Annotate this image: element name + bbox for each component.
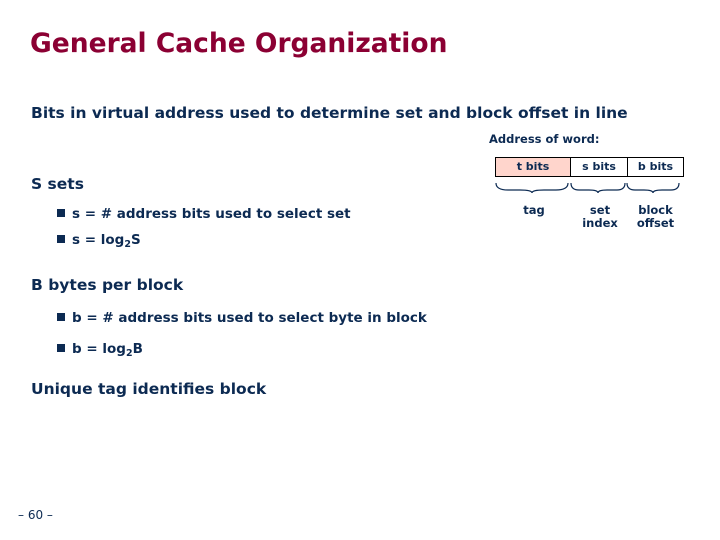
- bullet-text-4-sub: 2: [124, 239, 131, 250]
- bullet-item-4: s = log2S: [57, 232, 141, 250]
- annotation-block-offset: block offset: [625, 203, 686, 231]
- bullet-item-2: S sets: [31, 174, 691, 195]
- bullet-item-8: Unique tag identifies block: [31, 379, 691, 400]
- bullet-item-1: Bits in virtual address used to determin…: [31, 103, 671, 124]
- bullet-item-6: b = # address bits used to select byte i…: [57, 310, 427, 326]
- annotation-tag-line1: tag: [523, 203, 545, 217]
- bullet-text-6: b = # address bits used to select byte i…: [72, 310, 427, 326]
- square-bullet-icon: [57, 313, 65, 321]
- bullet-text-2: S sets: [31, 175, 84, 193]
- slide-footer: – 60 –: [18, 508, 53, 522]
- bullet-text-1: Bits in virtual address used to determin…: [31, 104, 628, 122]
- brace-tag-icon: [495, 182, 569, 194]
- bullet-text-3: s = # address bits used to select set: [72, 206, 351, 222]
- annotation-tag: tag: [494, 203, 574, 217]
- cell-s-bits: s bits: [570, 157, 628, 177]
- bullet-item-3: s = # address bits used to select set: [57, 206, 351, 222]
- bullet-text-7-pre: b = log: [72, 341, 126, 357]
- address-caption: Address of word:: [489, 132, 600, 146]
- square-bullet-icon: [57, 344, 65, 352]
- bullet-text-4-post: S: [130, 232, 141, 248]
- bullet-text-5: B bytes per block: [31, 276, 184, 294]
- cell-b-bits: b bits: [627, 157, 684, 177]
- square-bullet-icon: [57, 235, 65, 243]
- page-title: General Cache Organization: [30, 28, 448, 59]
- bullet-item-7: b = log2B: [57, 341, 143, 359]
- bullet-text-4-pre: s = log: [72, 232, 125, 248]
- brace-block-offset-icon: [626, 182, 680, 194]
- bullet-item-5: B bytes per block: [31, 275, 691, 296]
- annotation-set-index: set index: [569, 203, 631, 231]
- brace-set-index-icon: [570, 182, 626, 194]
- address-bit-table: t bits s bits b bits: [495, 157, 684, 177]
- annotation-set-line2: index: [582, 216, 618, 231]
- cell-t-bits: t bits: [495, 157, 571, 177]
- bullet-text-7-post: B: [132, 341, 143, 357]
- annotation-set-line1: set: [589, 203, 611, 217]
- table-row: t bits s bits b bits: [495, 157, 684, 177]
- bullet-text-7-sub: 2: [125, 348, 133, 359]
- annotation-block-line1: block: [638, 203, 673, 217]
- annotation-block-line2: offset: [636, 216, 675, 231]
- square-bullet-icon: [57, 209, 65, 217]
- bullet-text-8: Unique tag identifies block: [31, 380, 267, 398]
